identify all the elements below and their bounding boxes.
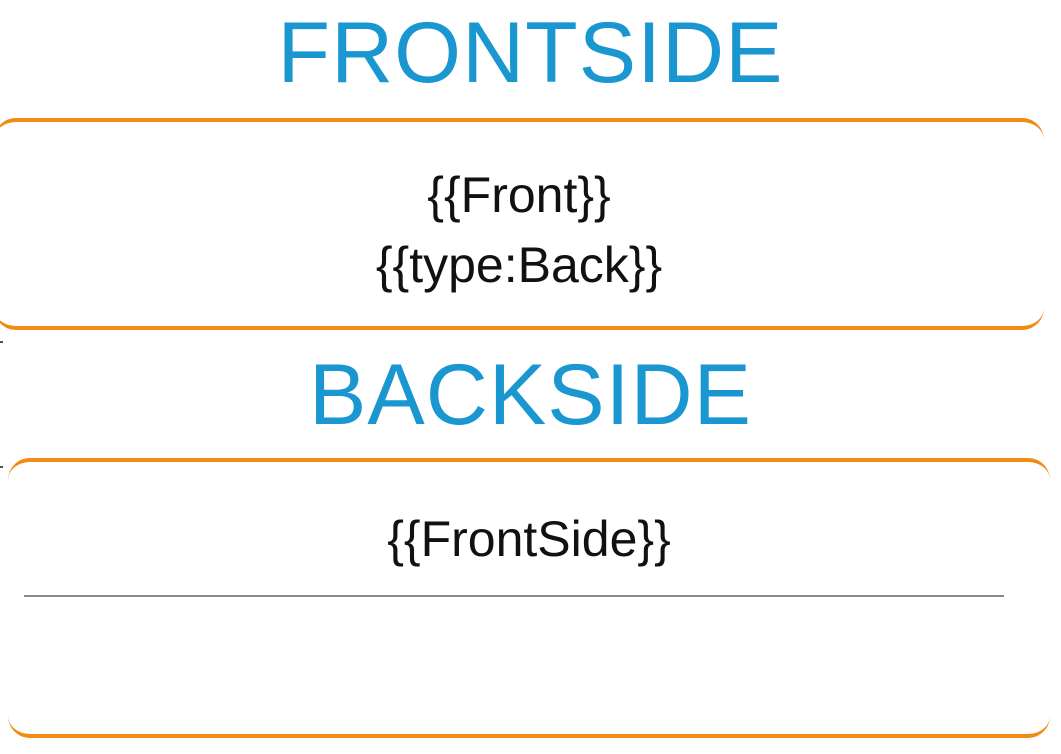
type-back-field-placeholder: {{type:Back}} xyxy=(375,237,663,293)
frontside-card: {{Front}} {{type:Back}} xyxy=(0,118,1044,330)
edge-mark xyxy=(0,466,3,468)
frontside-field-placeholder: {{FrontSide}} xyxy=(387,511,671,567)
answer-divider xyxy=(24,595,1004,597)
backside-heading: BACKSIDE xyxy=(309,347,752,443)
front-field-placeholder: {{Front}} xyxy=(427,167,611,223)
frontside-heading: FRONTSIDE xyxy=(277,5,784,101)
backside-card: {{FrontSide}} xyxy=(8,458,1050,738)
edge-mark xyxy=(0,341,3,343)
